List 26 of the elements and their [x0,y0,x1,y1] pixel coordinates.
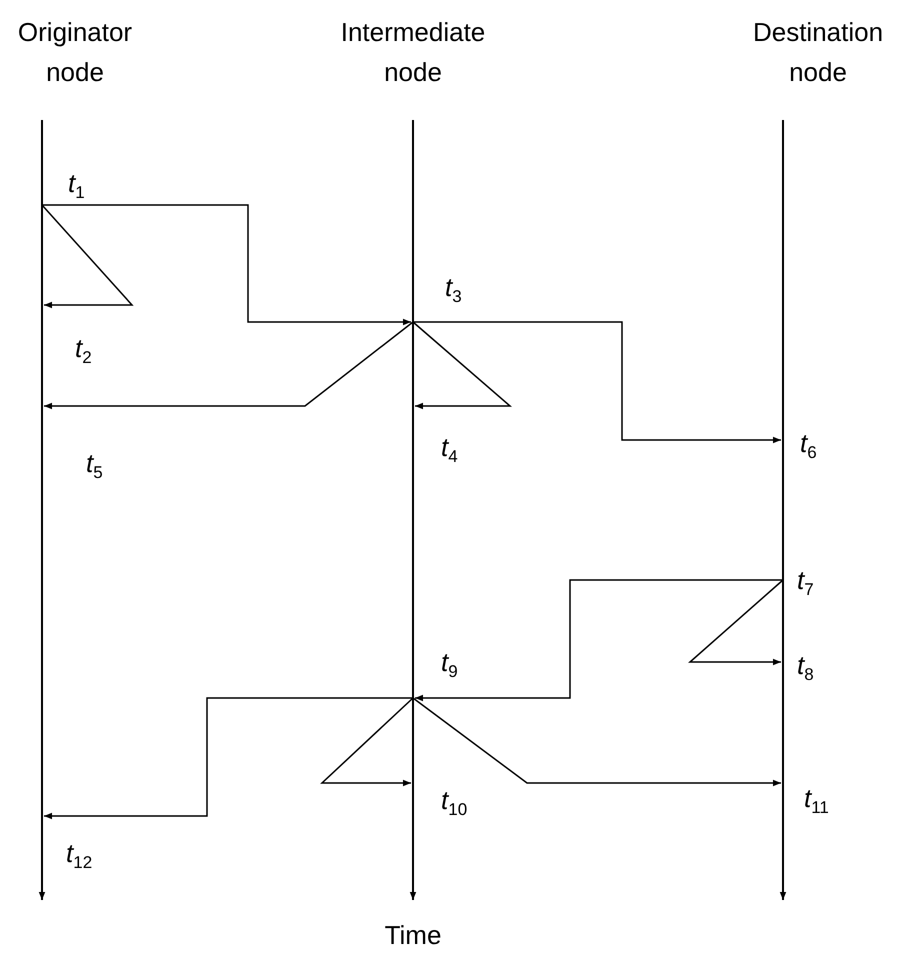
message-arrow [688,579,784,666]
time-label: t$_{1}$ [68,168,85,204]
message-arrow [42,204,411,326]
message-arrow [44,697,413,820]
message-arrow [415,579,783,702]
time-label: t$_{8}$ [797,650,814,686]
node-label: Destination node [752,16,884,89]
time-label: t$_{2}$ [75,333,92,370]
message-arrow [44,321,414,410]
time-label: t$_{6}$ [800,428,817,464]
message-arrow [412,321,512,410]
node-label: Originator node [16,16,134,89]
time-label: t$_{9}$ [441,647,458,684]
node-label: Intermediate node [340,16,486,89]
time-label: t$_{4}$ [441,432,458,468]
time-label: t$_{11}$ [804,783,829,820]
message-arrow [412,697,781,786]
time-label: t$_{10}$ [441,785,468,822]
time-label: t$_{5}$ [86,448,103,484]
axis-label: Time [384,920,442,950]
time-label: t$_{7}$ [797,565,814,602]
time-label: t$_{3}$ [445,272,462,308]
time-label: t$_{12}$ [66,838,92,874]
message-arrow [320,697,414,786]
message-arrow [413,321,781,444]
message-arrow [41,204,134,308]
